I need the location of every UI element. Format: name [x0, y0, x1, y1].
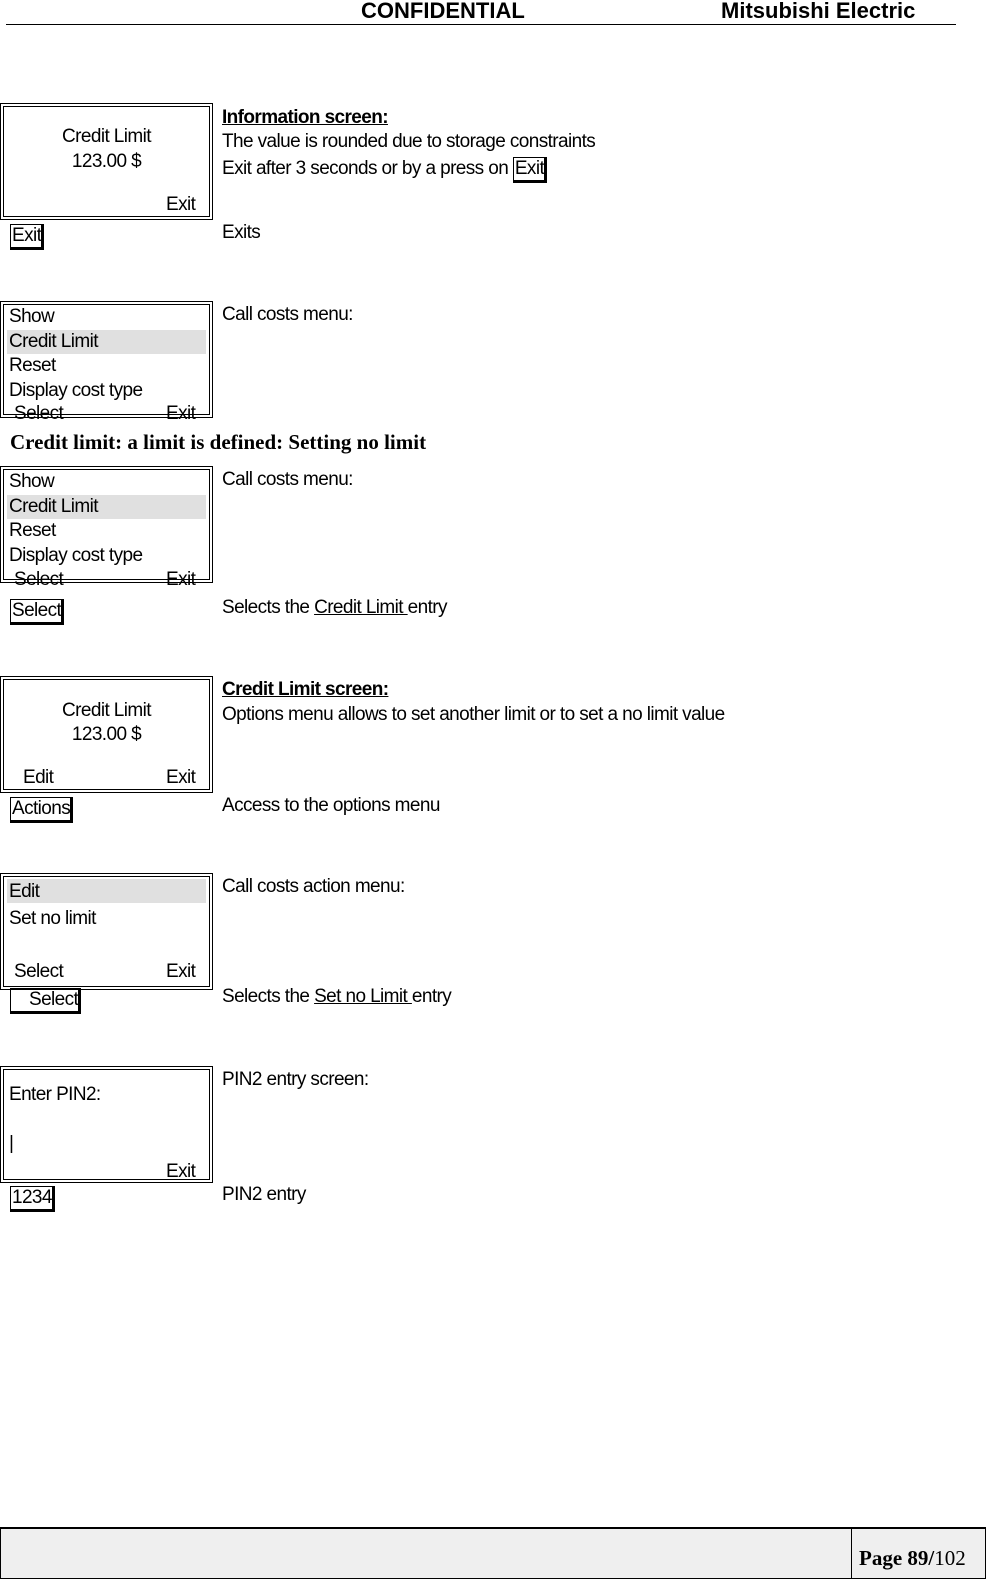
menu-item-display-cost-type[interactable]: Display cost type: [9, 545, 143, 566]
phone-screen-info: Credit Limit 123.00 $ Exit: [0, 103, 213, 220]
softkey-exit[interactable]: Exit: [166, 569, 196, 590]
desc-select-set-no-limit: Selects the Set no Limit entry: [222, 985, 452, 1009]
footer-table: Page 89/102: [0, 1527, 986, 1579]
select-key[interactable]: Select: [10, 988, 82, 1014]
desc-text: Selects the: [222, 597, 315, 618]
page-label: Page 89/: [859, 1546, 935, 1570]
pin2-prompt: Enter PIN2:: [9, 1084, 101, 1105]
desc-call-costs-menu: Call costs menu:: [222, 304, 353, 325]
desc-info-line2: The value is rounded due to storage cons…: [222, 131, 596, 152]
screen-value: 123.00 $: [71, 724, 142, 745]
menu-highlight: [7, 879, 206, 903]
softkey-exit[interactable]: Exit: [166, 1161, 196, 1182]
softkey-edit[interactable]: Edit: [23, 767, 54, 788]
desc-text: Selects the: [222, 986, 315, 1007]
page-total: 102: [934, 1546, 966, 1570]
desc-info-line3: Exit after 3 seconds or by a press on Ex…: [222, 157, 548, 183]
softkey-exit[interactable]: Exit: [166, 194, 196, 215]
screen-title: Credit Limit: [62, 126, 151, 147]
menu-item-set-no-limit[interactable]: Set no limit: [9, 908, 96, 929]
menu-item-credit-limit[interactable]: Credit Limit: [9, 331, 98, 352]
select-key[interactable]: Select: [10, 599, 65, 625]
menu-item-reset[interactable]: Reset: [9, 355, 56, 376]
screen-title: Credit Limit: [62, 700, 151, 721]
exit-key[interactable]: Exit: [10, 224, 45, 250]
desc-info-line3-text: Exit after 3 seconds or by a press on: [222, 158, 513, 179]
menu-item-reset[interactable]: Reset: [9, 520, 56, 541]
softkey-exit[interactable]: Exit: [166, 961, 196, 982]
pin-1234-key[interactable]: 1234: [10, 1186, 55, 1212]
menu-item-display-cost-type[interactable]: Display cost type: [9, 380, 143, 401]
softkey-select[interactable]: Select: [14, 403, 64, 424]
phone-screen-action-menu: Edit Set no limit Select Exit: [0, 873, 213, 990]
footer-divider: [851, 1529, 852, 1578]
inline-exit-key[interactable]: Exit: [512, 157, 548, 183]
header-company: Mitsubishi Electric: [721, 0, 916, 23]
desc-exits: Exits: [222, 222, 261, 243]
desc-options-menu: Access to the options menu: [222, 795, 440, 816]
header-confidential: CONFIDENTIAL: [361, 0, 525, 23]
softkey-select[interactable]: Select: [14, 961, 64, 982]
softkey-exit[interactable]: Exit: [166, 767, 196, 788]
desc-call-costs-menu: Call costs menu:: [222, 469, 353, 490]
softkey-exit[interactable]: Exit: [166, 403, 196, 424]
desc-link-credit-limit: Credit Limit: [314, 597, 408, 618]
desc-pin2-entry: PIN2 entry: [222, 1184, 306, 1205]
screen-value: 123.00 $: [71, 151, 142, 172]
section-title: Credit limit: a limit is defined: Settin…: [10, 430, 427, 454]
phone-screen-call-costs-menu: Show Credit Limit Reset Display cost typ…: [0, 301, 213, 424]
desc-text: entry: [407, 597, 448, 618]
desc-credit-limit-line2: Options menu allows to set another limit…: [222, 704, 725, 725]
desc-link-set-no-limit: Set no Limit: [314, 986, 412, 1007]
header-rule: [6, 24, 956, 25]
desc-credit-limit-title: Credit Limit screen:: [222, 679, 389, 700]
menu-item-credit-limit[interactable]: Credit Limit: [9, 496, 98, 517]
menu-item-show[interactable]: Show: [9, 471, 55, 492]
desc-select-credit-limit: Selects the Credit Limit entry: [222, 596, 447, 620]
desc-text: entry: [411, 986, 452, 1007]
phone-screen-call-costs-menu: Show Credit Limit Reset Display cost typ…: [0, 466, 213, 590]
menu-highlight: [7, 330, 206, 354]
menu-highlight: [7, 495, 206, 519]
page-number: Page 89/102: [859, 1546, 966, 1571]
text-cursor[interactable]: |: [9, 1133, 14, 1154]
softkey-select[interactable]: Select: [14, 569, 64, 590]
phone-screen-pin2: Enter PIN2: | Exit: [0, 1066, 213, 1183]
phone-screen-credit-limit: Credit Limit 123.00 $ Edit Exit: [0, 676, 213, 793]
actions-key[interactable]: Actions: [10, 797, 74, 823]
menu-item-edit[interactable]: Edit: [9, 881, 40, 902]
desc-pin2-screen: PIN2 entry screen:: [222, 1069, 369, 1090]
desc-info-title: Information screen:: [222, 107, 389, 128]
desc-action-menu: Call costs action menu:: [222, 876, 405, 897]
menu-item-show[interactable]: Show: [9, 306, 55, 327]
